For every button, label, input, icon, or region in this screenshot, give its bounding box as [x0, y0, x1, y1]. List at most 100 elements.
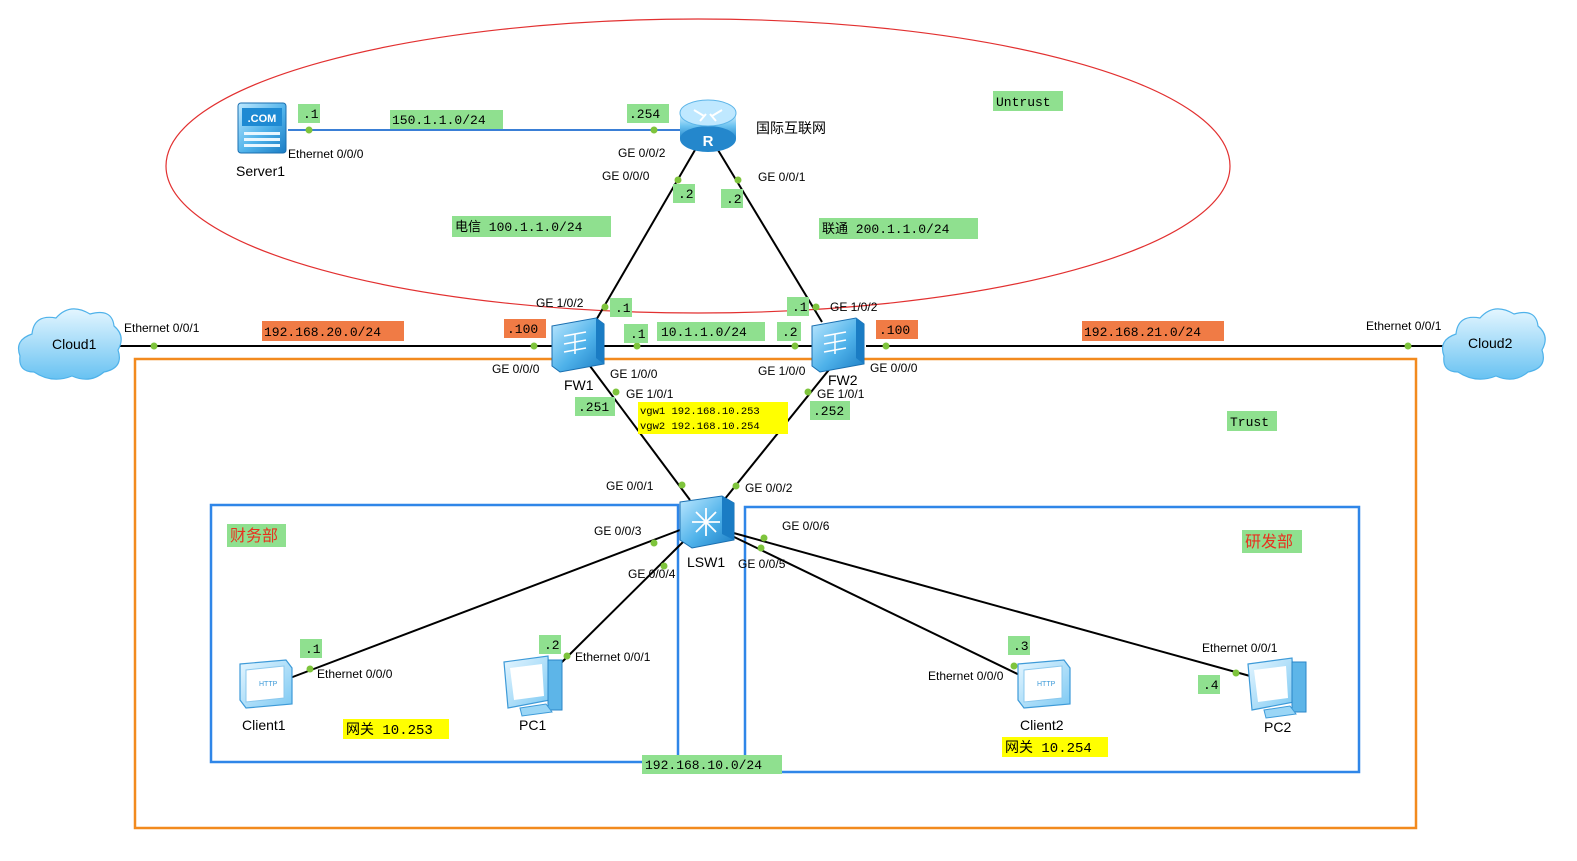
- server1-device[interactable]: .COM Server1: [236, 102, 287, 179]
- firewall-icon: [811, 317, 865, 373]
- port-label: GE 0/0/1: [758, 170, 806, 184]
- server-icon: .COM: [237, 102, 287, 154]
- port-label: GE 1/0/1: [817, 387, 865, 401]
- port-label: GE 0/0/3: [594, 524, 642, 538]
- cloud-icon: [1441, 308, 1546, 380]
- gateway-rnd: 网关 10.254: [1005, 740, 1092, 757]
- cloud2-device[interactable]: Cloud2: [1441, 308, 1546, 380]
- client1-device[interactable]: HTTP Client1: [239, 659, 293, 733]
- cloud1-device[interactable]: Cloud1: [17, 308, 122, 380]
- addr-fw1-lan: .251: [578, 400, 609, 415]
- port-label: Ethernet 0/0/1: [575, 650, 651, 664]
- cloud2-label: Cloud2: [1468, 335, 1513, 351]
- rnd-dept-box: [743, 505, 1361, 774]
- port-label: GE 1/0/0: [610, 367, 658, 381]
- firewall-icon: [551, 317, 605, 373]
- router-label: 国际互联网: [756, 120, 826, 136]
- port-label: GE 0/0/0: [492, 362, 540, 376]
- client2-device[interactable]: HTTP Client2: [1017, 659, 1071, 733]
- addr-client2: .3: [1013, 639, 1029, 654]
- port-label: GE 0/0/0: [602, 169, 650, 183]
- port-label: GE 1/0/0: [758, 364, 806, 378]
- link-lsw1-pc2: [729, 531, 1251, 677]
- router-icon: R: [679, 99, 737, 152]
- port-label: Ethernet 0/0/1: [1366, 319, 1442, 333]
- addr-fw2-cloud: .100: [879, 323, 910, 338]
- addr-fw1-heartbeat: .1: [630, 327, 646, 342]
- cloud1-label: Cloud1: [52, 336, 97, 352]
- svg-text:R: R: [703, 133, 714, 150]
- addr-client1: .1: [305, 642, 321, 657]
- addr-pc2: .4: [1203, 678, 1219, 693]
- zone-finance-label: 财务部: [230, 527, 278, 545]
- net-cloud1: 192.168.20.0/24: [264, 325, 381, 340]
- client2-label: Client2: [1020, 717, 1064, 733]
- port-label: Ethernet 0/0/0: [288, 147, 364, 161]
- address-labels: .1 .254 .2 .2 .1 .1 .1 .2 .251 .252 .1 .…: [298, 104, 1220, 694]
- net-lan: 192.168.10.0/24: [645, 758, 762, 773]
- net-unicom: 联通 200.1.1.0/24: [822, 222, 950, 237]
- fw1-device[interactable]: FW1: [551, 317, 605, 393]
- zone-labels: Untrust Trust 财务部 研发部: [227, 91, 1302, 553]
- nat-address-labels: .100 .100: [504, 319, 918, 339]
- fw2-device[interactable]: FW2: [811, 317, 865, 388]
- switch-icon: [679, 495, 735, 549]
- port-label: GE 0/0/6: [782, 519, 830, 533]
- addr-fw1-telecom: .1: [615, 301, 631, 316]
- port-label: GE 0/0/4: [628, 567, 676, 581]
- vgw2-label: vgw2 192.168.10.254: [640, 421, 760, 433]
- port-label: Ethernet 0/0/0: [317, 667, 393, 681]
- port-label: GE 0/0/2: [618, 146, 666, 160]
- addr-fw2-heartbeat: .2: [782, 325, 798, 340]
- port-dots: [150, 126, 1412, 677]
- vgw1-label: vgw1 192.168.10.253: [640, 406, 760, 418]
- router-device[interactable]: R 国际互联网: [679, 99, 826, 152]
- addr-fw1-cloud: .100: [507, 322, 538, 337]
- server1-label: Server1: [236, 163, 285, 179]
- zone-rnd-label: 研发部: [1245, 533, 1293, 551]
- net-cloud2: 192.168.21.0/24: [1084, 325, 1201, 340]
- server-badge: .COM: [248, 113, 277, 125]
- finance-dept-box: [209, 503, 680, 764]
- pc-icon: [503, 655, 563, 717]
- addr-server1: .1: [303, 107, 319, 122]
- client1-label: Client1: [242, 717, 286, 733]
- net-heartbeat: 10.1.1.0/24: [661, 325, 747, 340]
- port-label: GE 1/0/2: [536, 296, 584, 310]
- cloud-icon: [17, 308, 122, 380]
- trust-zone-box: [133, 357, 1418, 830]
- pc1-label: PC1: [519, 717, 546, 733]
- network-labels: 150.1.1.0/24 电信 100.1.1.0/24 联通 200.1.1.…: [262, 110, 1224, 774]
- lsw1-device[interactable]: LSW1: [679, 495, 735, 570]
- link-lsw1-client2: [729, 534, 1031, 681]
- addr-fw2-lan: .252: [813, 404, 844, 419]
- port-label: Ethernet 0/0/1: [124, 321, 200, 335]
- fw1-label: FW1: [564, 377, 594, 393]
- port-label: GE 1/0/2: [830, 300, 878, 314]
- port-label: GE 0/0/2: [745, 481, 793, 495]
- http-badge: HTTP: [1037, 681, 1056, 688]
- pc2-device[interactable]: PC2: [1247, 657, 1307, 735]
- port-label: GE 0/0/1: [606, 479, 654, 493]
- fw2-label: FW2: [828, 372, 858, 388]
- pc2-label: PC2: [1264, 719, 1291, 735]
- pc-icon: [1247, 657, 1307, 719]
- http-badge: HTTP: [259, 681, 278, 688]
- port-label: GE 1/0/1: [626, 387, 674, 401]
- http-client-icon: HTTP: [1017, 659, 1071, 709]
- net-server: 150.1.1.0/24: [392, 113, 486, 128]
- port-labels: Ethernet 0/0/0 GE 0/0/2 GE 0/0/0 GE 0/0/…: [124, 146, 1442, 683]
- lsw1-label: LSW1: [687, 554, 725, 570]
- zone-trust-label: Trust: [1230, 415, 1269, 430]
- addr-pc1: .2: [544, 638, 560, 653]
- untrust-zone-ellipse: [165, 18, 1231, 314]
- port-label: Ethernet 0/0/1: [1202, 641, 1278, 655]
- addr-router-unicom: .2: [726, 192, 742, 207]
- port-label: Ethernet 0/0/0: [928, 669, 1004, 683]
- link-lsw1-pc1: [559, 539, 686, 665]
- link-lsw1-client1: [289, 529, 681, 679]
- net-telecom: 电信 100.1.1.0/24: [455, 220, 583, 235]
- pc1-device[interactable]: PC1: [503, 655, 563, 733]
